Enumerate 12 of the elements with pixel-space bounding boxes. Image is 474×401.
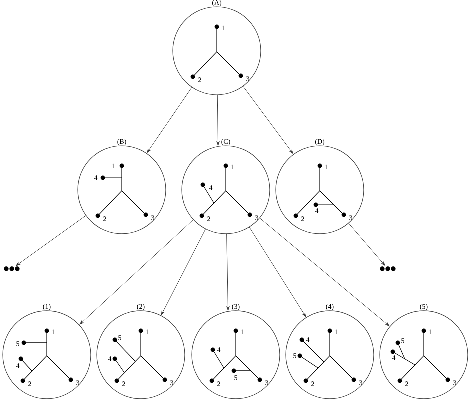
ellipsis-dots <box>380 266 396 272</box>
arrow <box>80 220 194 325</box>
arrow <box>249 227 306 318</box>
arrow <box>226 234 230 311</box>
arrow <box>16 216 86 266</box>
arrow <box>147 87 192 154</box>
arrow <box>348 223 386 266</box>
arrow <box>243 86 294 154</box>
arrow <box>260 218 390 326</box>
arrow <box>216 95 220 146</box>
arrow <box>161 229 206 316</box>
ellipsis-dots <box>4 266 20 272</box>
